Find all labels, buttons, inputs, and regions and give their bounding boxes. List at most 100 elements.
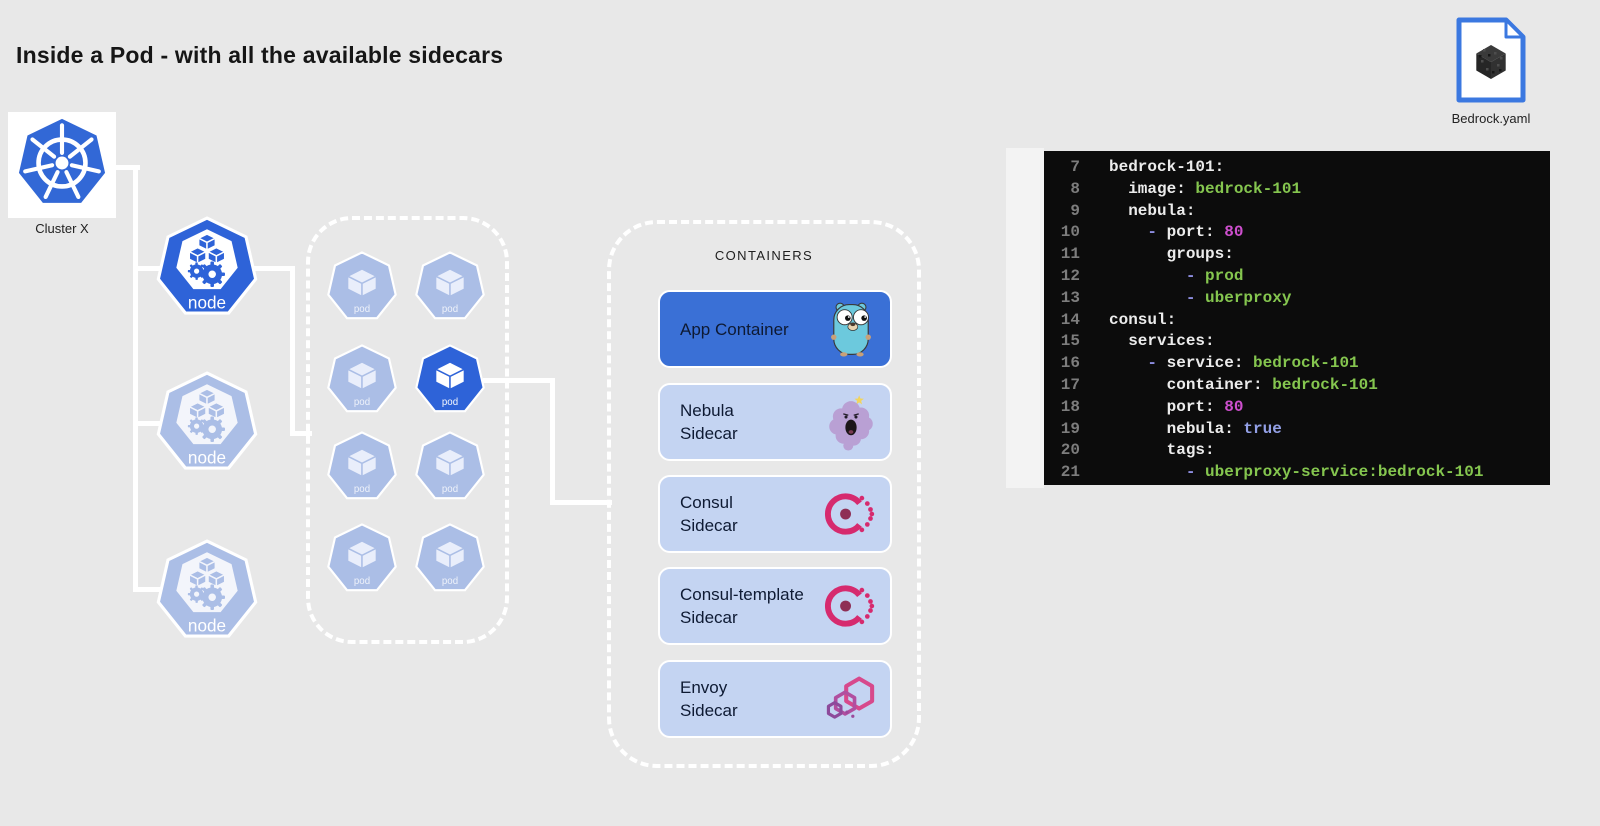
node-icon-3: node	[155, 539, 259, 643]
code-line-12: 12 - prod	[1044, 266, 1550, 288]
line-number: 14	[1060, 310, 1080, 329]
container-card-app-container: App Container	[658, 290, 892, 368]
container-card-label: App Container	[680, 319, 789, 339]
code-line-14: 14 consul:	[1044, 310, 1550, 332]
line-number: 7	[1070, 158, 1080, 176]
code-text: - uberproxy-service:bedrock-101	[1109, 463, 1484, 482]
svg-text:pod: pod	[442, 484, 458, 495]
code-token-plain: consul:	[1109, 310, 1177, 329]
code-token-dash: -	[1185, 288, 1206, 307]
code-line-21: 21 - uberproxy-service:bedrock-101	[1044, 462, 1550, 484]
code-line-18: 18 port: 80	[1044, 397, 1550, 419]
line-number: 17	[1060, 375, 1080, 394]
pod-icon-6: pod	[414, 431, 486, 503]
code-token-green: bedrock-101	[1272, 375, 1378, 394]
code-token-plain: service:	[1166, 354, 1254, 373]
line-number: 16	[1060, 354, 1080, 373]
code-line-13: 13 - uberproxy	[1044, 288, 1550, 310]
code-line-11: 11 groups:	[1044, 244, 1550, 266]
connector-line	[483, 378, 555, 383]
page-title: Inside a Pod - with all the available si…	[16, 42, 504, 68]
line-number: 10	[1060, 223, 1080, 242]
lumpy-space-princess-icon	[822, 393, 880, 451]
connector-line	[112, 165, 140, 170]
code-token-plain	[1109, 354, 1147, 372]
kubernetes-helm-icon	[16, 117, 108, 214]
svg-text:pod: pod	[442, 576, 458, 587]
line-number: 20	[1060, 441, 1080, 460]
code-token-plain	[1109, 463, 1186, 481]
code-text: services:	[1109, 332, 1215, 351]
code-line-20: 20 tags:	[1044, 440, 1550, 462]
code-text: port: 80	[1109, 397, 1244, 416]
svg-text:pod: pod	[442, 304, 458, 315]
code-token-plain	[1109, 289, 1186, 307]
svg-text:pod: pod	[354, 304, 370, 315]
code-text: - prod	[1109, 266, 1244, 285]
code-text: consul:	[1109, 311, 1176, 329]
code-token-plain: tags:	[1109, 441, 1215, 460]
bedrock-file-icon	[1455, 16, 1527, 104]
code-text: tags:	[1109, 441, 1215, 459]
code-token-green: prod	[1205, 266, 1244, 285]
connector-line	[133, 266, 179, 271]
connector-line	[250, 266, 295, 271]
pod-icon-5: pod	[326, 431, 398, 503]
pod-icon-4-active: pod	[414, 344, 486, 416]
code-token-plain: nebula:	[1109, 201, 1196, 220]
code-token-dash: -	[1185, 463, 1206, 482]
pod-icon-7: pod	[326, 523, 398, 595]
code-text: container: bedrock-101	[1109, 376, 1378, 394]
line-number: 21	[1060, 463, 1080, 482]
svg-text:node: node	[188, 616, 226, 636]
svg-text:node: node	[188, 293, 226, 313]
code-token-plain: port:	[1109, 397, 1225, 416]
code-line-8: 8 image: bedrock-101	[1044, 179, 1550, 201]
code-line-15: 15 services:	[1044, 331, 1550, 353]
code-token-plain: services:	[1109, 332, 1215, 351]
line-number: 15	[1060, 332, 1080, 351]
svg-text:pod: pod	[354, 576, 370, 587]
code-text: image: bedrock-101	[1109, 180, 1301, 198]
code-token-plain: groups:	[1109, 245, 1234, 264]
code-text: - port: 80	[1109, 223, 1243, 241]
connector-line	[550, 500, 612, 505]
code-token-plain: image:	[1109, 179, 1196, 198]
svg-text:pod: pod	[442, 397, 458, 408]
svg-text:pod: pod	[354, 397, 370, 408]
code-text: nebula: true	[1109, 420, 1282, 438]
code-token-magenta: 80	[1224, 223, 1244, 242]
svg-text:pod: pod	[354, 484, 370, 495]
pod-icon-3: pod	[326, 344, 398, 416]
code-token-green: bedrock-101	[1195, 179, 1302, 198]
code-token-dash: -	[1185, 266, 1206, 285]
go-gopher-icon	[822, 300, 880, 358]
code-text: bedrock-101:	[1109, 158, 1224, 176]
connector-line	[133, 165, 138, 592]
code-line-17: 17 container: bedrock-101	[1044, 375, 1550, 397]
code-token-dash: -	[1147, 223, 1167, 242]
code-token-plain: bedrock-101:	[1109, 158, 1225, 176]
code-text: - service: bedrock-101	[1109, 354, 1358, 373]
code-token-dash: -	[1147, 354, 1167, 373]
node-icon-2: node	[155, 371, 259, 475]
pod-icon-8: pod	[414, 523, 486, 595]
code-line-10: 10 - port: 80	[1044, 222, 1550, 244]
line-number: 11	[1060, 245, 1080, 264]
line-number: 13	[1060, 288, 1080, 307]
code-line-19: 19 nebula: true	[1044, 419, 1550, 441]
code-token-plain	[1109, 223, 1147, 241]
connector-line	[133, 421, 179, 426]
connector-line	[133, 587, 179, 592]
line-number: 18	[1060, 397, 1080, 416]
containers-header: CONTAINERS	[714, 248, 814, 263]
line-number: 12	[1060, 266, 1080, 285]
containers-boundary	[607, 220, 921, 768]
